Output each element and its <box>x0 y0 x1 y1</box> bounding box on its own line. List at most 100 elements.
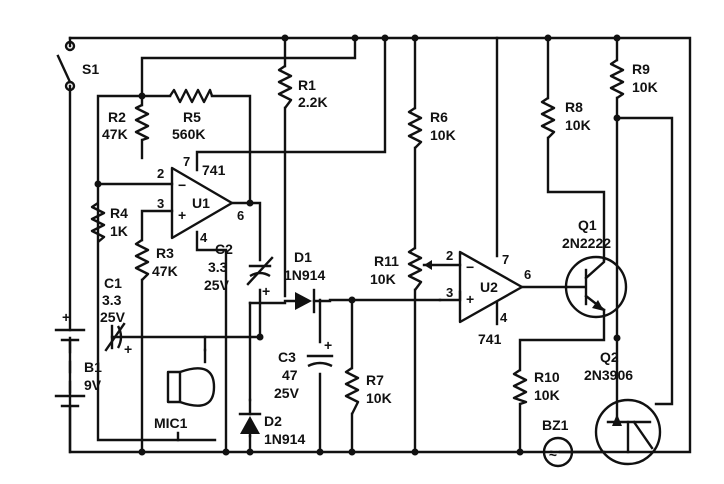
bz1-tilde: ≈ <box>549 445 557 461</box>
r9-value: 10K <box>632 79 658 95</box>
junction-dot <box>222 448 230 456</box>
u1-plus-sign: + <box>178 207 186 223</box>
mic1-label: MIC1 <box>154 415 188 431</box>
junctions <box>94 34 621 456</box>
r7-label: R7 <box>366 372 384 388</box>
r4-value: 1K <box>110 223 128 239</box>
capacitor-c3: + C3 47 25V <box>274 337 334 401</box>
junction-dot <box>138 92 146 100</box>
r5-value: 560K <box>172 126 205 142</box>
junction-dot <box>381 34 389 42</box>
d1-label: D1 <box>294 249 312 265</box>
resistor-r4: R4 1K <box>90 202 128 243</box>
q2-label: Q2 <box>600 349 619 365</box>
b1-label: B1 <box>84 359 102 375</box>
c1-value: 3.3 <box>102 292 122 308</box>
r10-label: R10 <box>534 369 560 385</box>
wire-u1-gnd <box>195 230 228 454</box>
transistor-q1: Q1 2N2222 <box>562 217 628 319</box>
wire-r8 <box>546 36 606 262</box>
junction-dot <box>411 34 419 42</box>
r11-label: R11 <box>374 253 399 269</box>
c1-label: C1 <box>104 275 122 291</box>
transistor-q2: Q2 2N3906 <box>584 336 662 466</box>
r6-value: 10K <box>430 127 456 143</box>
q1-part: 2N2222 <box>562 235 611 251</box>
wire-u1-out <box>230 201 262 262</box>
r3-label: R3 <box>156 245 174 261</box>
c2-label: C2 <box>215 241 233 257</box>
switch-s1: S1 <box>56 40 99 92</box>
c3-value: 47 <box>282 367 298 383</box>
junction-dot <box>411 448 419 456</box>
resistor-r6: R6 10K <box>407 107 456 149</box>
resistor-r2: R2 47K <box>102 103 150 142</box>
bz1-label: BZ1 <box>542 417 569 433</box>
q1-label: Q1 <box>578 217 597 233</box>
r1-label: R1 <box>298 77 316 93</box>
junction-dot <box>613 34 621 42</box>
resistor-r3: R3 47K <box>134 239 178 281</box>
potentiometer-r11: R11 10K <box>370 247 432 291</box>
r8-value: 10K <box>565 117 591 133</box>
resistor-r7: R7 10K <box>344 367 392 415</box>
c2-value: 3.3 <box>208 259 228 275</box>
buzzer-bz1: ≈ BZ1 <box>542 417 574 468</box>
capacitor-c1: C1 3.3 25V + <box>100 275 132 357</box>
resistor-r1: R1 2.2K <box>277 65 328 110</box>
u1-part: 741 <box>202 162 226 178</box>
c3-label: C3 <box>278 349 296 365</box>
junction-dot <box>256 333 264 341</box>
u2-pin7: 7 <box>502 252 509 267</box>
c1-plus-sign: + <box>124 341 132 357</box>
u1-pin3: 3 <box>157 196 164 211</box>
resistor-r9: R9 10K <box>609 59 658 99</box>
r3-value: 47K <box>152 263 178 279</box>
u2-pin3: 3 <box>446 285 453 300</box>
r11-value: 10K <box>370 271 396 287</box>
wire-u1-noninv <box>140 209 174 242</box>
junction-dot <box>613 114 621 122</box>
wire-c2-down <box>110 288 262 339</box>
junction-dot <box>351 34 359 42</box>
u2-pin6: 6 <box>524 267 531 282</box>
junction-dot <box>516 448 524 456</box>
r9-label: R9 <box>632 61 650 77</box>
c2-voltage: 25V <box>204 277 230 293</box>
c3-plus-sign: + <box>324 337 332 353</box>
diode-d1: D1 1N914 <box>283 249 332 314</box>
q2-part: 2N3906 <box>584 367 633 383</box>
u2-plus-sign: + <box>466 291 474 307</box>
wire-u1-pin7 <box>195 36 387 172</box>
u2-pin4: 4 <box>500 310 508 325</box>
u1-label: U1 <box>192 195 210 211</box>
s1-label: S1 <box>82 61 99 77</box>
u2-minus-sign: − <box>466 259 474 275</box>
r7-value: 10K <box>366 390 392 406</box>
resistor-r8: R8 10K <box>540 97 591 139</box>
capacitor-c2: C2 3.3 25V + <box>204 241 274 299</box>
wire-q1-emitter <box>518 308 606 372</box>
diode-d2: D2 1N914 <box>238 398 305 447</box>
c1-voltage: 25V <box>100 309 126 325</box>
resistor-r10: R10 10K <box>512 369 560 406</box>
d1-part: 1N914 <box>284 267 325 283</box>
opamp-u1: − + U1 741 2 3 7 6 4 <box>157 154 244 245</box>
r5-label: R5 <box>183 109 201 125</box>
u1-minus-sign: − <box>178 177 186 193</box>
c2-plus-sign: + <box>262 283 270 299</box>
r6-label: R6 <box>430 109 448 125</box>
u2-label: U2 <box>480 279 498 295</box>
resistor-r5: R5 560K <box>169 88 214 142</box>
opamp-u2: − + U2 741 2 3 7 6 4 <box>446 248 531 347</box>
b1-value: 9V <box>84 377 102 393</box>
r8-label: R8 <box>565 99 583 115</box>
r4-label: R4 <box>110 205 128 221</box>
wire-r5-feedback <box>140 94 252 205</box>
junction-dot <box>544 34 552 42</box>
r2-label: R2 <box>108 109 126 125</box>
battery-b1: + B1 9V <box>54 309 102 408</box>
junction-dot <box>348 296 356 304</box>
c3-voltage: 25V <box>274 385 300 401</box>
